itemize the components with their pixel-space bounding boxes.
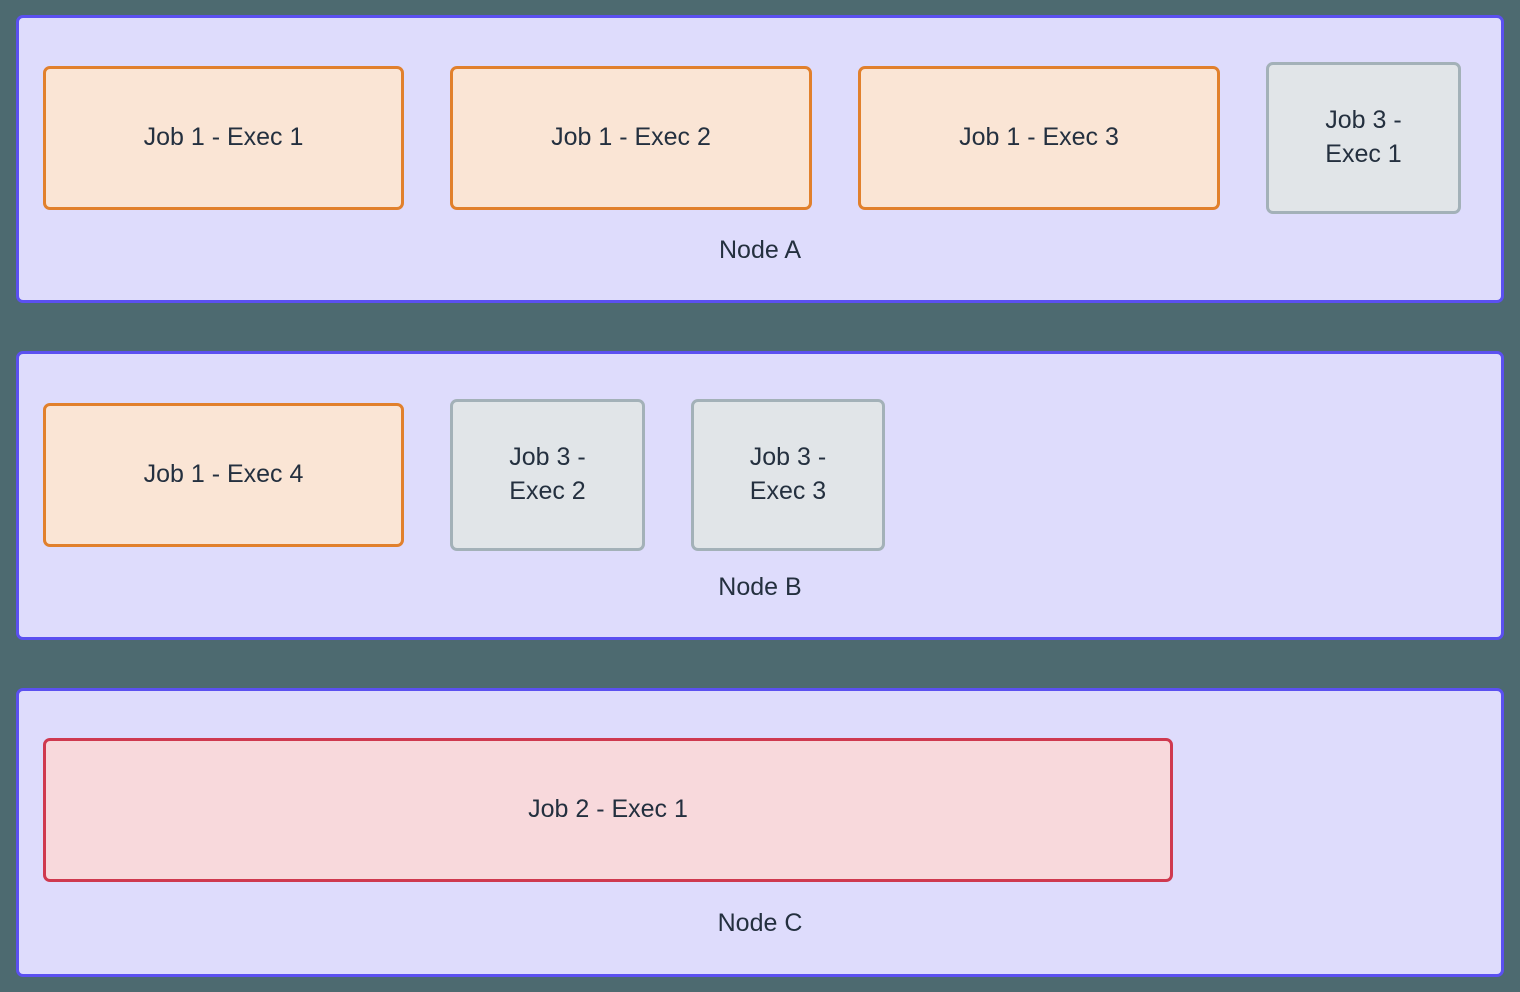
node-container-node-b: Job 1 - Exec 4 Job 3 - Exec 2 Job 3 - Exec… xyxy=(16,351,1504,640)
task-box-job-1-exec-2[interactable]: Job 1 - Exec 2 xyxy=(450,66,812,210)
node-label-node-a: Node A xyxy=(718,236,801,264)
task-box-job-2-exec-1[interactable]: Job 2 - Exec 1 xyxy=(43,738,1173,882)
task-box-job-1-exec-1[interactable]: Job 1 - Exec 1 xyxy=(43,66,404,210)
task-box-job-1-exec-4[interactable]: Job 1 - Exec 4 xyxy=(43,403,404,547)
node-label-node-c: Node C xyxy=(717,909,803,937)
node-container-node-c: Job 2 - Exec 1 Node C xyxy=(16,688,1504,977)
node-container-node-a: Job 1 - Exec 1 Job 1 - Exec 2 Job 1 - Exec… xyxy=(16,15,1504,303)
task-box-job-1-exec-3[interactable]: Job 1 - Exec 3 xyxy=(858,66,1220,210)
task-box-job-3-exec-1[interactable]: Job 3 - Exec 1 xyxy=(1266,62,1461,214)
task-box-job-3-exec-2[interactable]: Job 3 - Exec 2 xyxy=(450,399,645,551)
task-box-job-3-exec-3[interactable]: Job 3 - Exec 3 xyxy=(691,399,885,551)
node-label-node-b: Node B xyxy=(718,573,802,601)
